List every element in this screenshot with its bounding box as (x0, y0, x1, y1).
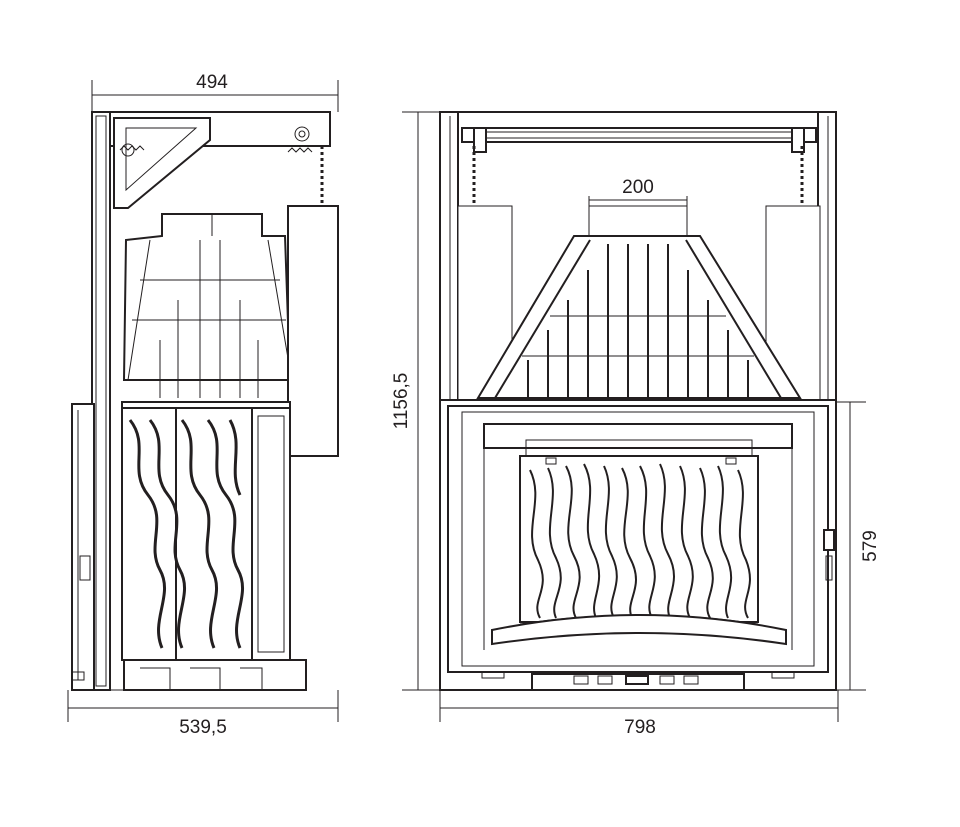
side-base (123, 659, 307, 691)
dimension-label-539-5: 539,5 (179, 717, 227, 738)
side-wave-bars (128, 419, 244, 649)
front-flue-collar: 200 (588, 177, 688, 237)
dimension-door-height: 579 (836, 401, 881, 691)
dimension-side-width: 494 (91, 72, 339, 112)
front-left-post (439, 111, 459, 403)
dimension-front-width: 798 (439, 690, 839, 738)
side-firebox (121, 407, 253, 661)
front-view: 1156,5 798 579 (391, 111, 881, 738)
front-hood-fins (527, 244, 749, 398)
side-view: 494 539,5 (67, 72, 339, 738)
dimension-label-1156-5: 1156,5 (391, 373, 412, 430)
side-convection-box (287, 205, 339, 457)
dimension-label-494: 494 (196, 72, 228, 93)
front-door-handle (823, 529, 835, 551)
front-right-post (817, 111, 837, 403)
front-firebox-glass (519, 455, 759, 623)
front-wave-bars (529, 463, 751, 619)
side-front-jamb (71, 403, 95, 691)
front-top-rail (461, 127, 817, 143)
dimension-label-200: 200 (622, 177, 654, 198)
dimension-side-depth: 539,5 (67, 690, 339, 738)
dimension-front-height: 1156,5 (391, 111, 440, 691)
side-smoke-hood (122, 213, 292, 381)
dimension-label-579: 579 (860, 530, 881, 562)
dimension-label-798: 798 (624, 717, 656, 738)
